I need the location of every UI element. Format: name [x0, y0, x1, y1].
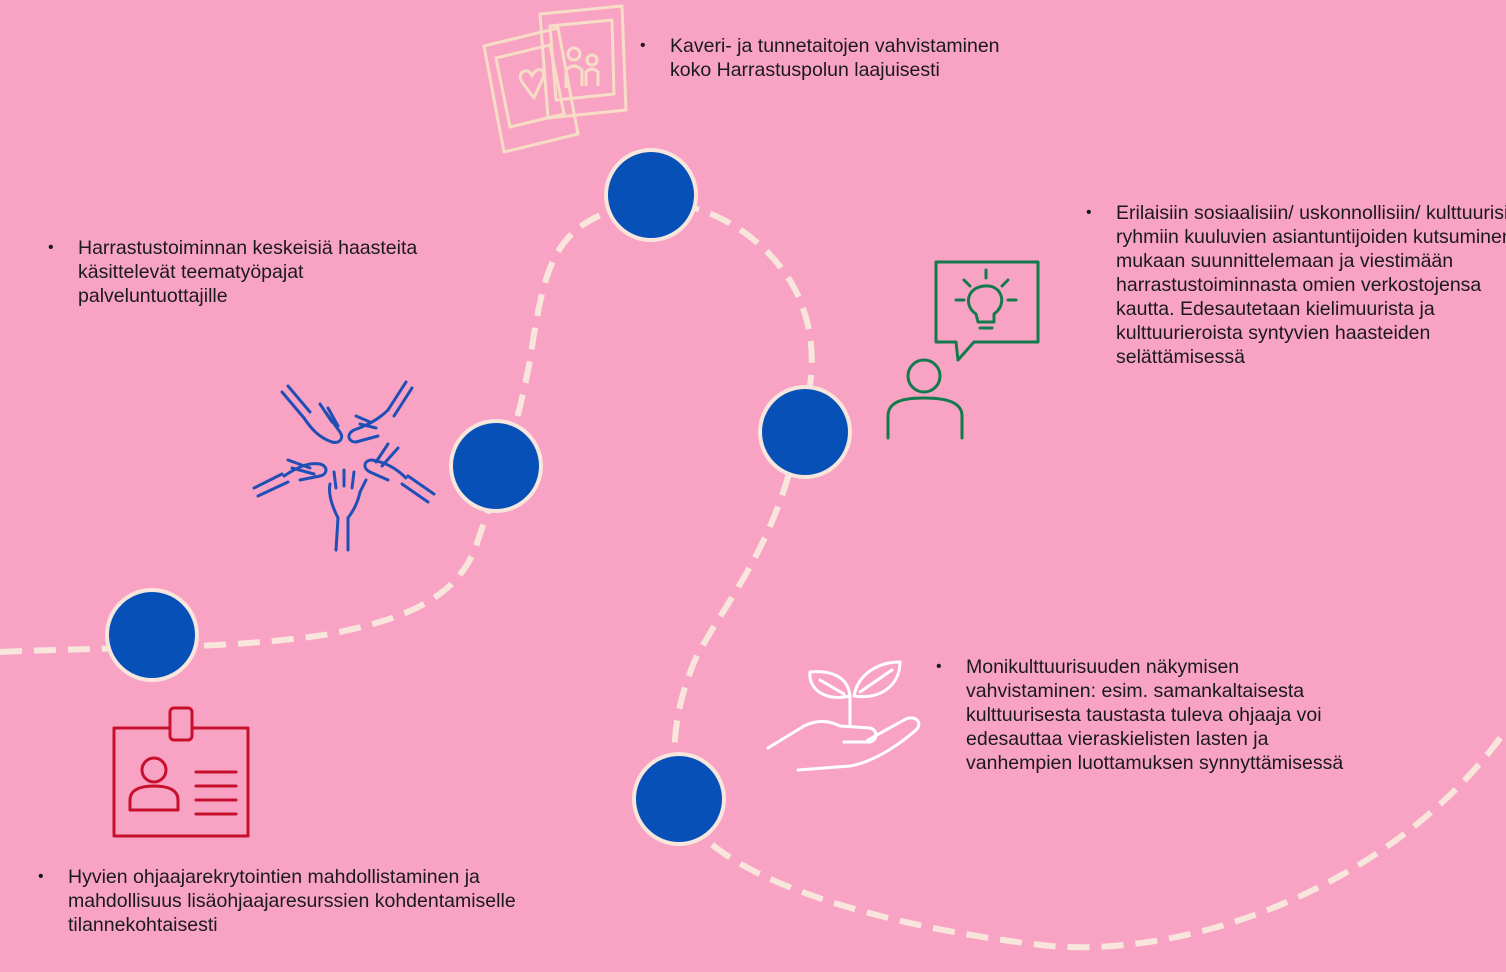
bullet-text-top: Kaveri- ja tunnetaitojen vahvistaminen k…	[640, 34, 1000, 82]
path-line	[0, 199, 1506, 951]
bullet-text-left: Harrastustoiminnan keskeisiä haasteita k…	[48, 236, 448, 308]
hands-circle-icon	[252, 380, 436, 552]
bullet-text-bottom: Hyvien ohjaajarekrytointien mahdollistam…	[38, 865, 520, 937]
waypoint-node-4	[758, 385, 852, 479]
hand-plant-icon	[766, 660, 921, 772]
text-block-bottom: Hyvien ohjaajarekrytointien mahdollistam…	[38, 865, 520, 937]
waypoint-node-1	[105, 588, 199, 682]
bullet-text-right: Erilaisiin sosiaalisiin/ uskonnollisiin/…	[1086, 201, 1506, 369]
waypoint-node-2	[449, 419, 543, 513]
text-block-right: Erilaisiin sosiaalisiin/ uskonnollisiin/…	[1086, 201, 1506, 369]
photo-frames-icon	[482, 4, 628, 154]
waypoint-node-3	[604, 148, 698, 242]
person-idea-icon	[886, 260, 1040, 440]
text-block-plant: Monikulttuurisuuden näkymisen vahvistami…	[936, 655, 1366, 775]
id-badge-icon	[112, 706, 250, 838]
bullet-text-plant: Monikulttuurisuuden näkymisen vahvistami…	[936, 655, 1366, 775]
text-block-left: Harrastustoiminnan keskeisiä haasteita k…	[48, 236, 448, 308]
waypoint-node-5	[632, 752, 726, 846]
text-block-top: Kaveri- ja tunnetaitojen vahvistaminen k…	[640, 34, 1000, 82]
